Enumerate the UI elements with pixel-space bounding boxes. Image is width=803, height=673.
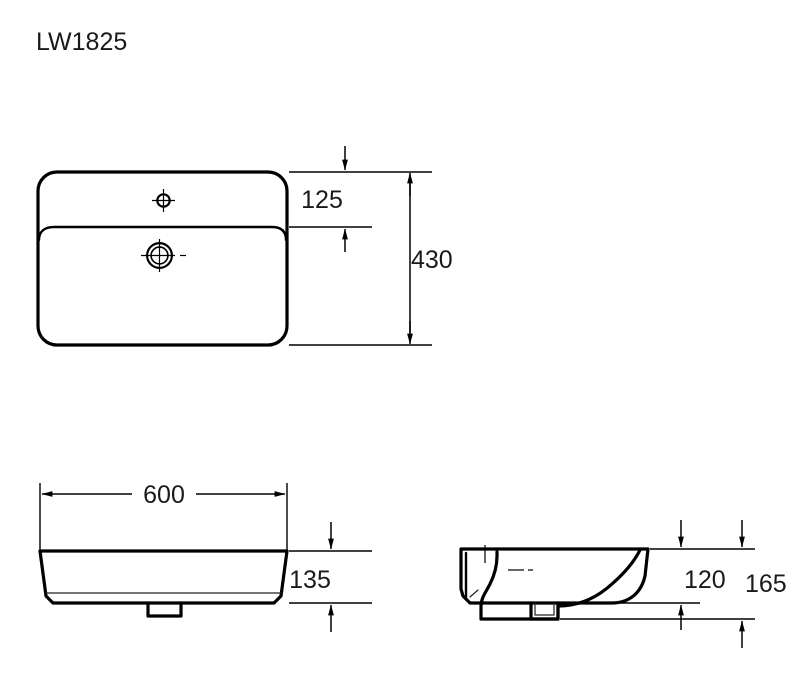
- side-section-view: 120 165: [459, 520, 787, 648]
- dim-600: 600: [41, 481, 286, 509]
- side-view-outer-shell: [459, 547, 650, 605]
- dim-120: 120: [678, 520, 726, 630]
- dim-165: 165: [739, 520, 787, 648]
- front-view: 600 135: [38, 481, 372, 632]
- dim-430-label: 430: [411, 246, 453, 274]
- dim-135: 135: [289, 522, 334, 632]
- side-view-drain-inner: [534, 602, 555, 616]
- dim-165-label: 165: [745, 570, 787, 598]
- side-view-back-chamfer: [469, 589, 479, 598]
- side-view-drain-outlet: [529, 601, 560, 621]
- dim-125: 125: [301, 146, 348, 252]
- dim-120-label: 120: [684, 566, 726, 594]
- side-view-bowl-profile: [479, 548, 642, 621]
- front-view-body: [38, 549, 289, 605]
- dim-430: 430: [407, 172, 453, 345]
- top-view-outline: [36, 170, 289, 347]
- front-view-drain-outlet: [146, 601, 183, 618]
- dim-135-label: 135: [289, 566, 331, 594]
- top-view-ledge-line: [36, 225, 288, 242]
- page-title: LW1825: [36, 28, 127, 56]
- drain-hole: [141, 239, 186, 272]
- dim-600-label: 600: [143, 481, 185, 509]
- dim-125-label: 125: [301, 186, 343, 214]
- top-view: 125 430: [36, 146, 453, 347]
- side-view-center-marks: [484, 545, 533, 571]
- tap-hole: [152, 189, 175, 212]
